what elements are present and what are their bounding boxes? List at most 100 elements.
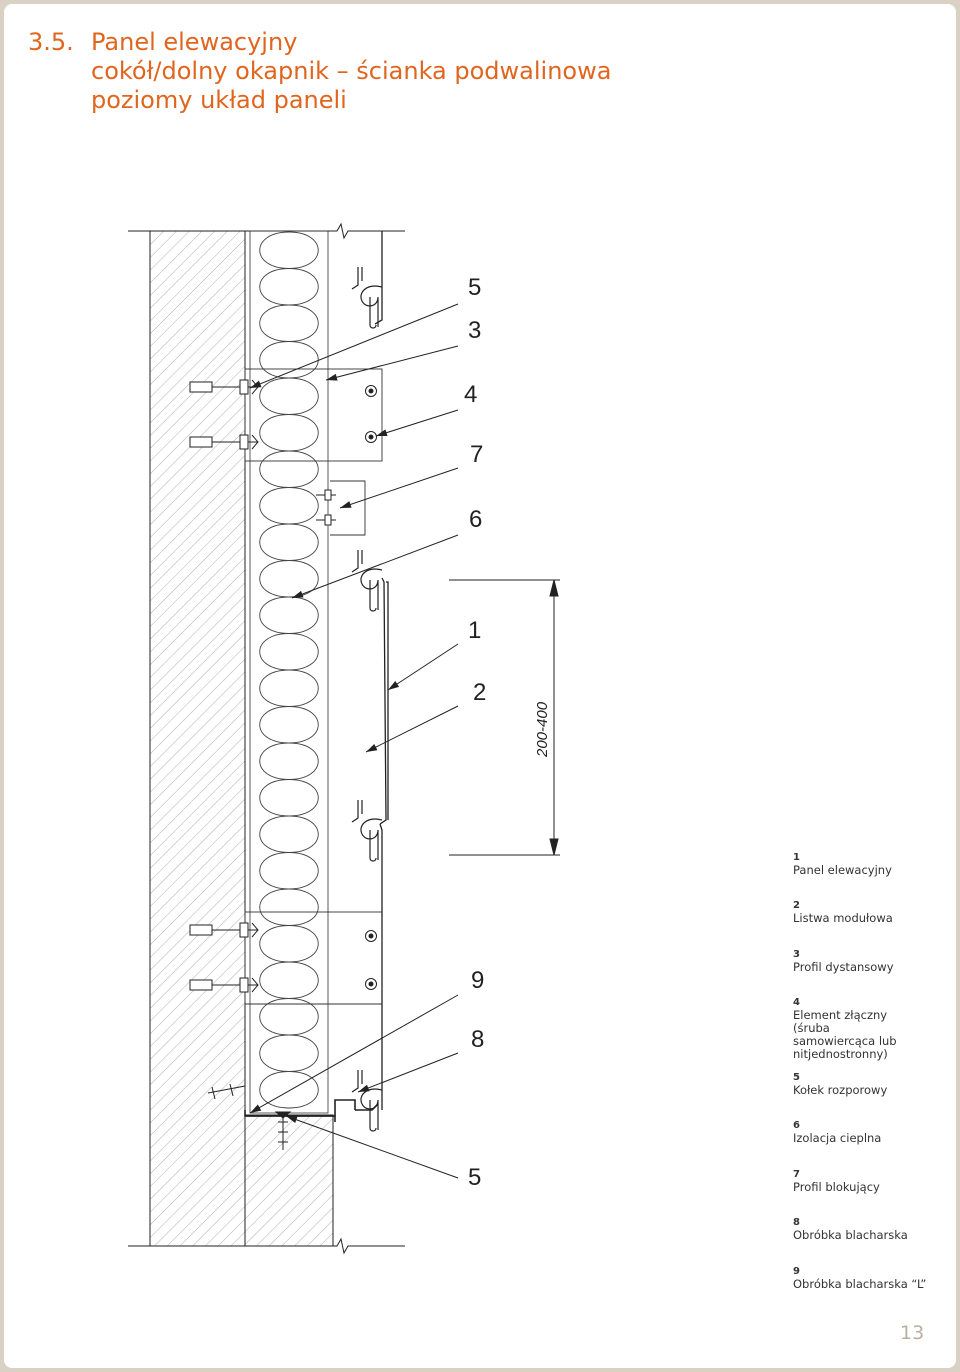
anchor-tip <box>251 434 259 450</box>
legend-number: 5 <box>793 1072 800 1083</box>
leader-2 <box>365 705 459 753</box>
legend-text: Element złączny (śruba samowiercąca lub … <box>793 1008 897 1061</box>
leader-3 <box>325 345 459 381</box>
screw-head <box>365 385 377 397</box>
facade-panel <box>374 231 389 1110</box>
legend-number: 7 <box>793 1169 800 1180</box>
leader-arrow <box>340 501 352 508</box>
anchor <box>189 922 259 938</box>
legend-item: 5 Kołek rozporowy <box>793 1071 953 1097</box>
leader-6 <box>291 534 459 599</box>
anchor-sleeve <box>189 924 213 936</box>
leader-line <box>249 303 459 389</box>
anchor <box>189 434 259 450</box>
leader-5-top <box>249 303 459 389</box>
leader-arrow <box>326 373 338 381</box>
section-drawing: 200-400 5 3 4 7 6 1 2 9 8 5 <box>128 222 560 1255</box>
clip <box>360 568 383 610</box>
legend-text: Listwa modułowa <box>793 911 893 925</box>
distance-profile <box>244 368 383 1005</box>
leader-line <box>387 643 459 691</box>
legend-item: 6 Izolacja cieplna <box>793 1119 953 1145</box>
callout-6: 6 <box>469 506 482 533</box>
anchor <box>189 977 259 993</box>
legend-item: 4 Element złączny (śruba samowiercąca lu… <box>793 996 953 1061</box>
anchor-vertical <box>274 1111 292 1150</box>
hook <box>351 1070 359 1093</box>
legend-number: 8 <box>793 1217 800 1228</box>
anchor-vertical-head <box>274 1111 292 1119</box>
legend-text: Obróbka blacharska <box>793 1228 908 1242</box>
leader-arrow <box>250 380 262 388</box>
anchor-sleeve <box>189 381 213 393</box>
leader-line <box>357 1052 459 1093</box>
legend-number: 3 <box>793 949 800 960</box>
blocking-profile <box>330 480 366 536</box>
concrete-wall <box>149 230 334 1247</box>
screw-core <box>368 933 374 939</box>
leader-1 <box>387 643 459 691</box>
bolt-head <box>324 489 332 501</box>
legend-item: 3 Profil dystansowy <box>793 948 953 974</box>
screw-core <box>368 434 374 440</box>
panel-joint <box>351 550 383 612</box>
anchor-vertical-body <box>278 1116 288 1150</box>
legend-text: Obróbka blacharska “L” <box>793 1277 927 1291</box>
leader-7 <box>339 467 459 509</box>
dimension-label: 200-400 <box>534 701 551 758</box>
leader-line <box>291 534 459 599</box>
legend-number: 6 <box>793 1120 800 1131</box>
screw-head <box>365 930 377 942</box>
leader-lines <box>249 303 459 1179</box>
leader-arrow <box>292 590 304 598</box>
panel-joint <box>351 1070 383 1132</box>
legend-text: Panel elewacyjny <box>793 863 892 877</box>
leader-line <box>285 1115 459 1179</box>
leader-line <box>365 705 459 753</box>
anchor-nut <box>239 977 249 993</box>
page-number: 13 <box>900 1322 925 1344</box>
legend-item: 1 Panel elewacyjny <box>793 851 953 877</box>
leader-line <box>249 994 459 1114</box>
legend-number: 9 <box>793 1266 800 1277</box>
anchor-tip <box>251 922 259 938</box>
hook <box>351 267 359 290</box>
leader-arrow <box>366 743 378 752</box>
leader-arrow <box>358 1084 370 1092</box>
blocking-bolt <box>316 489 336 501</box>
flashing-l <box>244 1099 356 1117</box>
anchor-tip <box>251 977 259 993</box>
legend-text: Profil dystansowy <box>793 960 894 974</box>
screw-head <box>365 978 377 990</box>
callout-7: 7 <box>470 441 483 468</box>
clip-inner <box>369 1100 377 1132</box>
anchor-nut <box>239 922 249 938</box>
hook <box>351 800 359 823</box>
leader-5-bottom <box>285 1115 459 1179</box>
anchor-angled-body <box>207 1083 246 1100</box>
flashing-bottom <box>245 1103 379 1122</box>
legend-item: 2 Listwa modułowa <box>793 899 953 925</box>
title-line-1: Panel elewacyjny <box>91 28 298 56</box>
legend-text: Profil blokujący <box>793 1180 880 1194</box>
leader-4 <box>375 409 459 437</box>
callout-2: 2 <box>473 679 486 706</box>
callout-9: 9 <box>471 967 484 994</box>
callout-5-bottom: 5 <box>468 1164 481 1191</box>
leader-line <box>339 467 459 509</box>
leader-arrow <box>376 429 388 437</box>
section-number: 3.5. <box>28 28 74 56</box>
screw-head <box>365 431 377 443</box>
clip-inner <box>369 830 377 862</box>
hook <box>351 550 359 573</box>
panel-joint <box>351 267 383 329</box>
leader-arrow <box>250 1104 262 1113</box>
leader-line <box>325 345 459 381</box>
legend-number: 1 <box>793 852 800 863</box>
legend-item: 7 Profil blokujący <box>793 1168 953 1194</box>
blocking-bolt <box>316 514 336 526</box>
panel-joints <box>351 267 383 1132</box>
dimension-line <box>449 579 560 856</box>
legend-item: 8 Obróbka blacharska <box>793 1216 953 1242</box>
bolt-head <box>324 514 332 526</box>
